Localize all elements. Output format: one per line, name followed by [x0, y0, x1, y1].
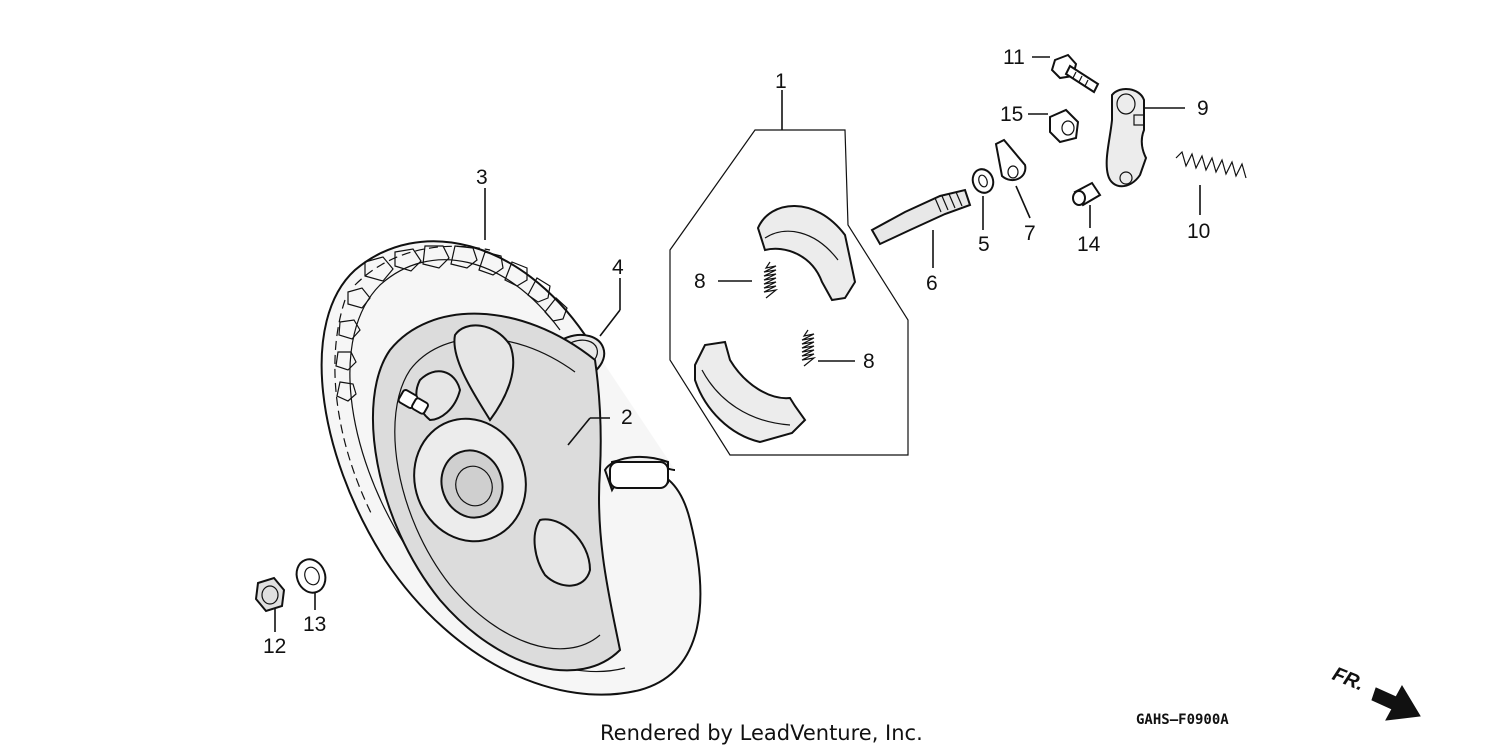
callout-15: 15: [1000, 103, 1023, 126]
brake-shoe-upper: [756, 205, 857, 302]
credit-text: Rendered by LeadVenture, Inc.: [600, 721, 923, 745]
axle-nut: [254, 576, 286, 613]
callout-2: 2: [621, 406, 633, 429]
callout-7: 7: [1024, 222, 1036, 245]
return-spring: [1175, 150, 1247, 179]
leader-lines: [274, 56, 1201, 632]
callout-4: 4: [612, 256, 624, 279]
diagram-code: GAHS—F0900A: [1136, 712, 1229, 728]
callout-8-upper: 8: [694, 270, 706, 293]
bolt: [1050, 53, 1100, 94]
brake-shoe-lower: [694, 340, 807, 444]
callout-11: 11: [1003, 46, 1025, 69]
callout-3: 3: [476, 166, 488, 189]
brake-spring-lower: [801, 329, 817, 367]
callout-8-lower: 8: [863, 350, 875, 373]
callout-6: 6: [926, 272, 938, 295]
callout-5: 5: [978, 233, 990, 256]
front-arrow-icon: [1371, 684, 1421, 721]
brake-spring-upper: [763, 261, 779, 299]
wheel-rim: [372, 312, 622, 672]
callout-10: 10: [1187, 220, 1210, 243]
direction-label: FR.: [1329, 663, 1367, 695]
valve-stem: [397, 389, 429, 415]
callout-9: 9: [1197, 97, 1209, 120]
front-direction-indicator: FR.: [1329, 663, 1421, 721]
brake-arm: [1105, 88, 1148, 188]
brake-shoe-set-outline: [669, 129, 909, 456]
washer: [295, 558, 327, 594]
callout-13: 13: [303, 613, 326, 636]
arm-nut: [1049, 108, 1080, 144]
felt-seal: [971, 168, 995, 194]
brake-cam: [870, 188, 972, 246]
wear-indicator-plate: [994, 138, 1027, 181]
callout-14: 14: [1077, 233, 1101, 256]
callout-1: 1: [775, 70, 787, 93]
joint-pin: [1072, 181, 1102, 207]
callout-12: 12: [263, 635, 286, 658]
